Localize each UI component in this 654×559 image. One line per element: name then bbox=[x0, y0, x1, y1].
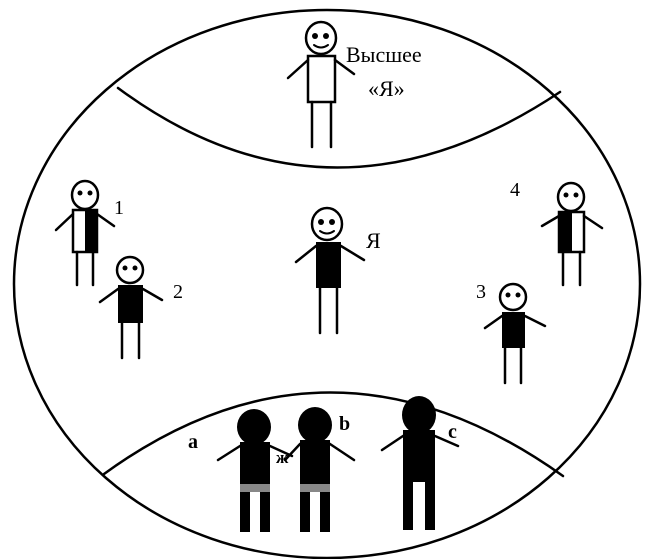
shadow-figure-a bbox=[218, 409, 292, 532]
shadow-zh-label: ж bbox=[276, 448, 289, 467]
person-2-figure bbox=[100, 257, 162, 358]
person-4-figure bbox=[542, 183, 602, 285]
person-3-figure bbox=[485, 284, 545, 383]
shadow-b-label: b bbox=[339, 413, 350, 435]
lower-arc bbox=[104, 392, 563, 476]
shadow-figure-c bbox=[382, 396, 458, 530]
self-figure bbox=[296, 208, 364, 333]
upper-arc bbox=[118, 88, 560, 168]
higher-self-label-line1: Высшее bbox=[346, 42, 422, 67]
higher-self-figure bbox=[288, 22, 354, 147]
higher-self-label-line2: «Я» bbox=[368, 76, 405, 101]
person-1-figure bbox=[56, 181, 114, 285]
self-label: Я bbox=[366, 228, 381, 253]
person-2-label: 2 bbox=[173, 281, 183, 303]
person-4-label: 4 bbox=[510, 179, 520, 201]
shadow-c-label: c bbox=[448, 421, 457, 443]
shadow-a-label: a bbox=[188, 431, 198, 453]
person-3-label: 3 bbox=[476, 281, 486, 303]
person-1-label: 1 bbox=[114, 197, 124, 219]
